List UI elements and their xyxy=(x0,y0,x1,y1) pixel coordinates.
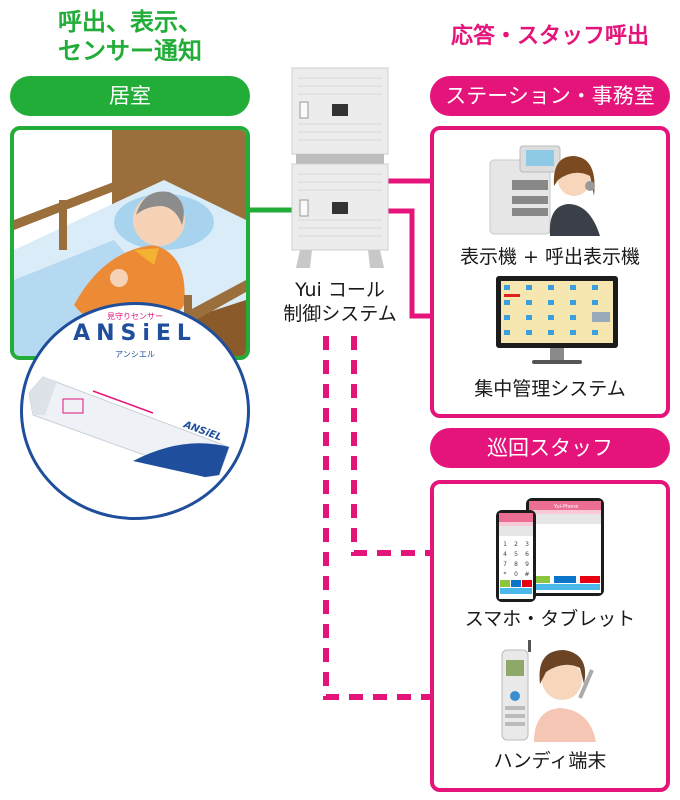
smartphone-tablet-label: スマホ・タブレット xyxy=(464,608,636,630)
section-label-room: 居室 xyxy=(10,76,250,116)
svg-text:9: 9 xyxy=(525,561,529,568)
heading-response-staff-call: 応答・スタッフ呼出 xyxy=(450,24,649,49)
controller-label: Yui コール 制御システム xyxy=(270,278,410,326)
svg-text:*: * xyxy=(504,571,507,578)
svg-text:0: 0 xyxy=(514,571,518,578)
heading-call-display-sensor: 呼出、表示、 センサー通知 xyxy=(10,8,250,66)
sensor-callout: 見守りセンサー ANSiEL アンシエル ANSiEL xyxy=(20,302,250,520)
svg-text:3: 3 xyxy=(525,541,529,548)
handy-terminal-label: ハンディ端末 xyxy=(493,750,607,772)
svg-text:1: 1 xyxy=(503,541,507,548)
svg-text:7: 7 xyxy=(503,561,507,568)
svg-text:6: 6 xyxy=(525,551,529,558)
sensor-mat-illustration: ANSiEL xyxy=(28,376,230,478)
svg-text:2: 2 xyxy=(514,541,518,548)
tablet-app-title: Yui-Phone xyxy=(553,504,578,510)
svg-text:4: 4 xyxy=(503,551,507,558)
svg-text:5: 5 xyxy=(514,551,518,558)
svg-text:8: 8 xyxy=(514,561,518,568)
yui-call-controller xyxy=(291,67,389,268)
heading-left-line1: 呼出、表示、 xyxy=(58,8,202,36)
central-monitor-illustration xyxy=(496,276,618,364)
controller-label-line1: Yui コール xyxy=(295,279,385,301)
sensor-brand-logo: ANSiEL xyxy=(73,321,197,346)
sensor-tagline: 見守りセンサー xyxy=(107,312,163,321)
svg-text:#: # xyxy=(524,571,529,578)
connector-controller-handy xyxy=(323,336,500,700)
section-label-patrol: 巡回スタッフ xyxy=(430,428,670,468)
controller-cabinet-icon xyxy=(291,67,389,268)
controller-label-line2: 制御システム xyxy=(283,303,397,325)
desk-phone-operator-illustration xyxy=(489,145,600,236)
central-system-label: 集中管理システム xyxy=(474,378,626,400)
section-label-station: ステーション・事務室 xyxy=(430,76,670,116)
connector-controller-smartphone xyxy=(351,336,488,556)
handy-terminal-nurse-illustration xyxy=(501,640,596,742)
sensor-brand-kana: アンシエル xyxy=(115,350,155,359)
heading-left-line2: センサー通知 xyxy=(58,36,202,65)
display-unit-label: 表示機 + 呼出表示機 xyxy=(460,246,640,268)
